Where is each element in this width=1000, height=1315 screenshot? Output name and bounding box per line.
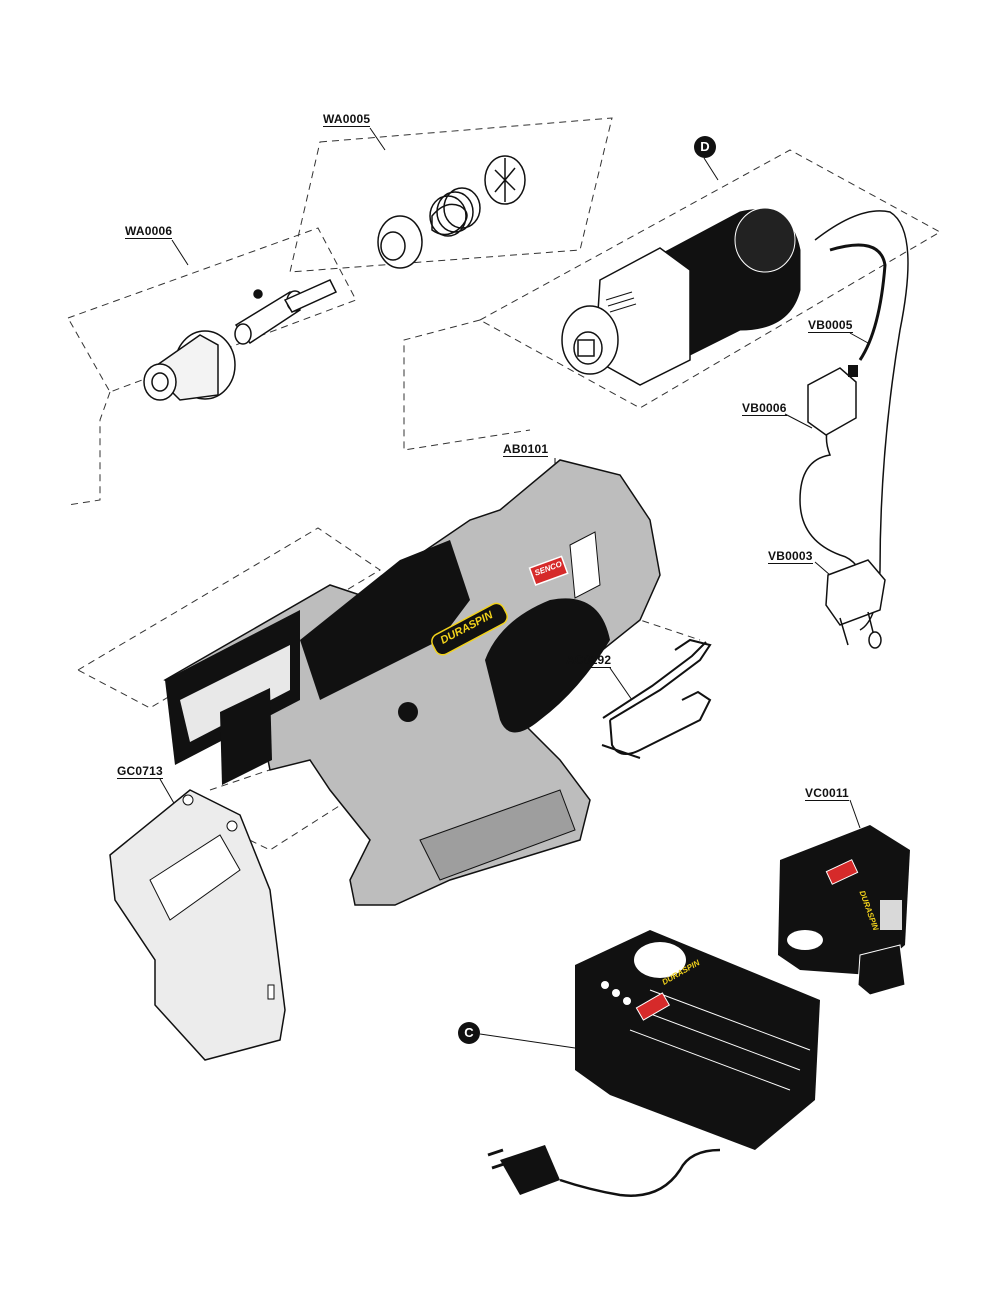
- wa0006-parts: [143, 279, 338, 401]
- label-wa0006: WA0006: [125, 224, 173, 239]
- wa0006-group-outline: [67, 227, 357, 393]
- label-gc0713: GC0713: [117, 764, 163, 779]
- label-vc0011: VC0011: [805, 786, 849, 801]
- motor-assembly: [561, 207, 801, 386]
- belt-clip-ac0192: [601, 638, 712, 759]
- guard-gc0713: [109, 789, 286, 1061]
- connector-vb0003: [825, 559, 886, 649]
- charger-cord: [559, 1148, 721, 1197]
- charger-plug: [487, 1145, 560, 1195]
- wa0006-leader-outline: [67, 391, 111, 506]
- switch-vb0006: [807, 365, 858, 436]
- callout-c-badge: C: [458, 1022, 480, 1044]
- battery-vc0011: [778, 825, 910, 996]
- label-vb0003: VB0003: [768, 549, 813, 564]
- callout-d-badge: D: [694, 136, 716, 158]
- label-vb0006: VB0006: [742, 401, 787, 416]
- label-wa0005: WA0005: [323, 112, 371, 127]
- guide-projection-outline: [76, 527, 381, 709]
- label-vb0005: VB0005: [808, 318, 853, 333]
- wa0005-parts: [377, 155, 526, 269]
- wa0005-group-outline: [289, 117, 613, 273]
- charger-c: [575, 930, 820, 1150]
- tool-housing-ab0101: [163, 459, 661, 906]
- label-ab0101: AB0101: [503, 442, 549, 457]
- motor-leader-outline: [403, 319, 531, 451]
- label-ac0192: AC0192: [566, 653, 612, 668]
